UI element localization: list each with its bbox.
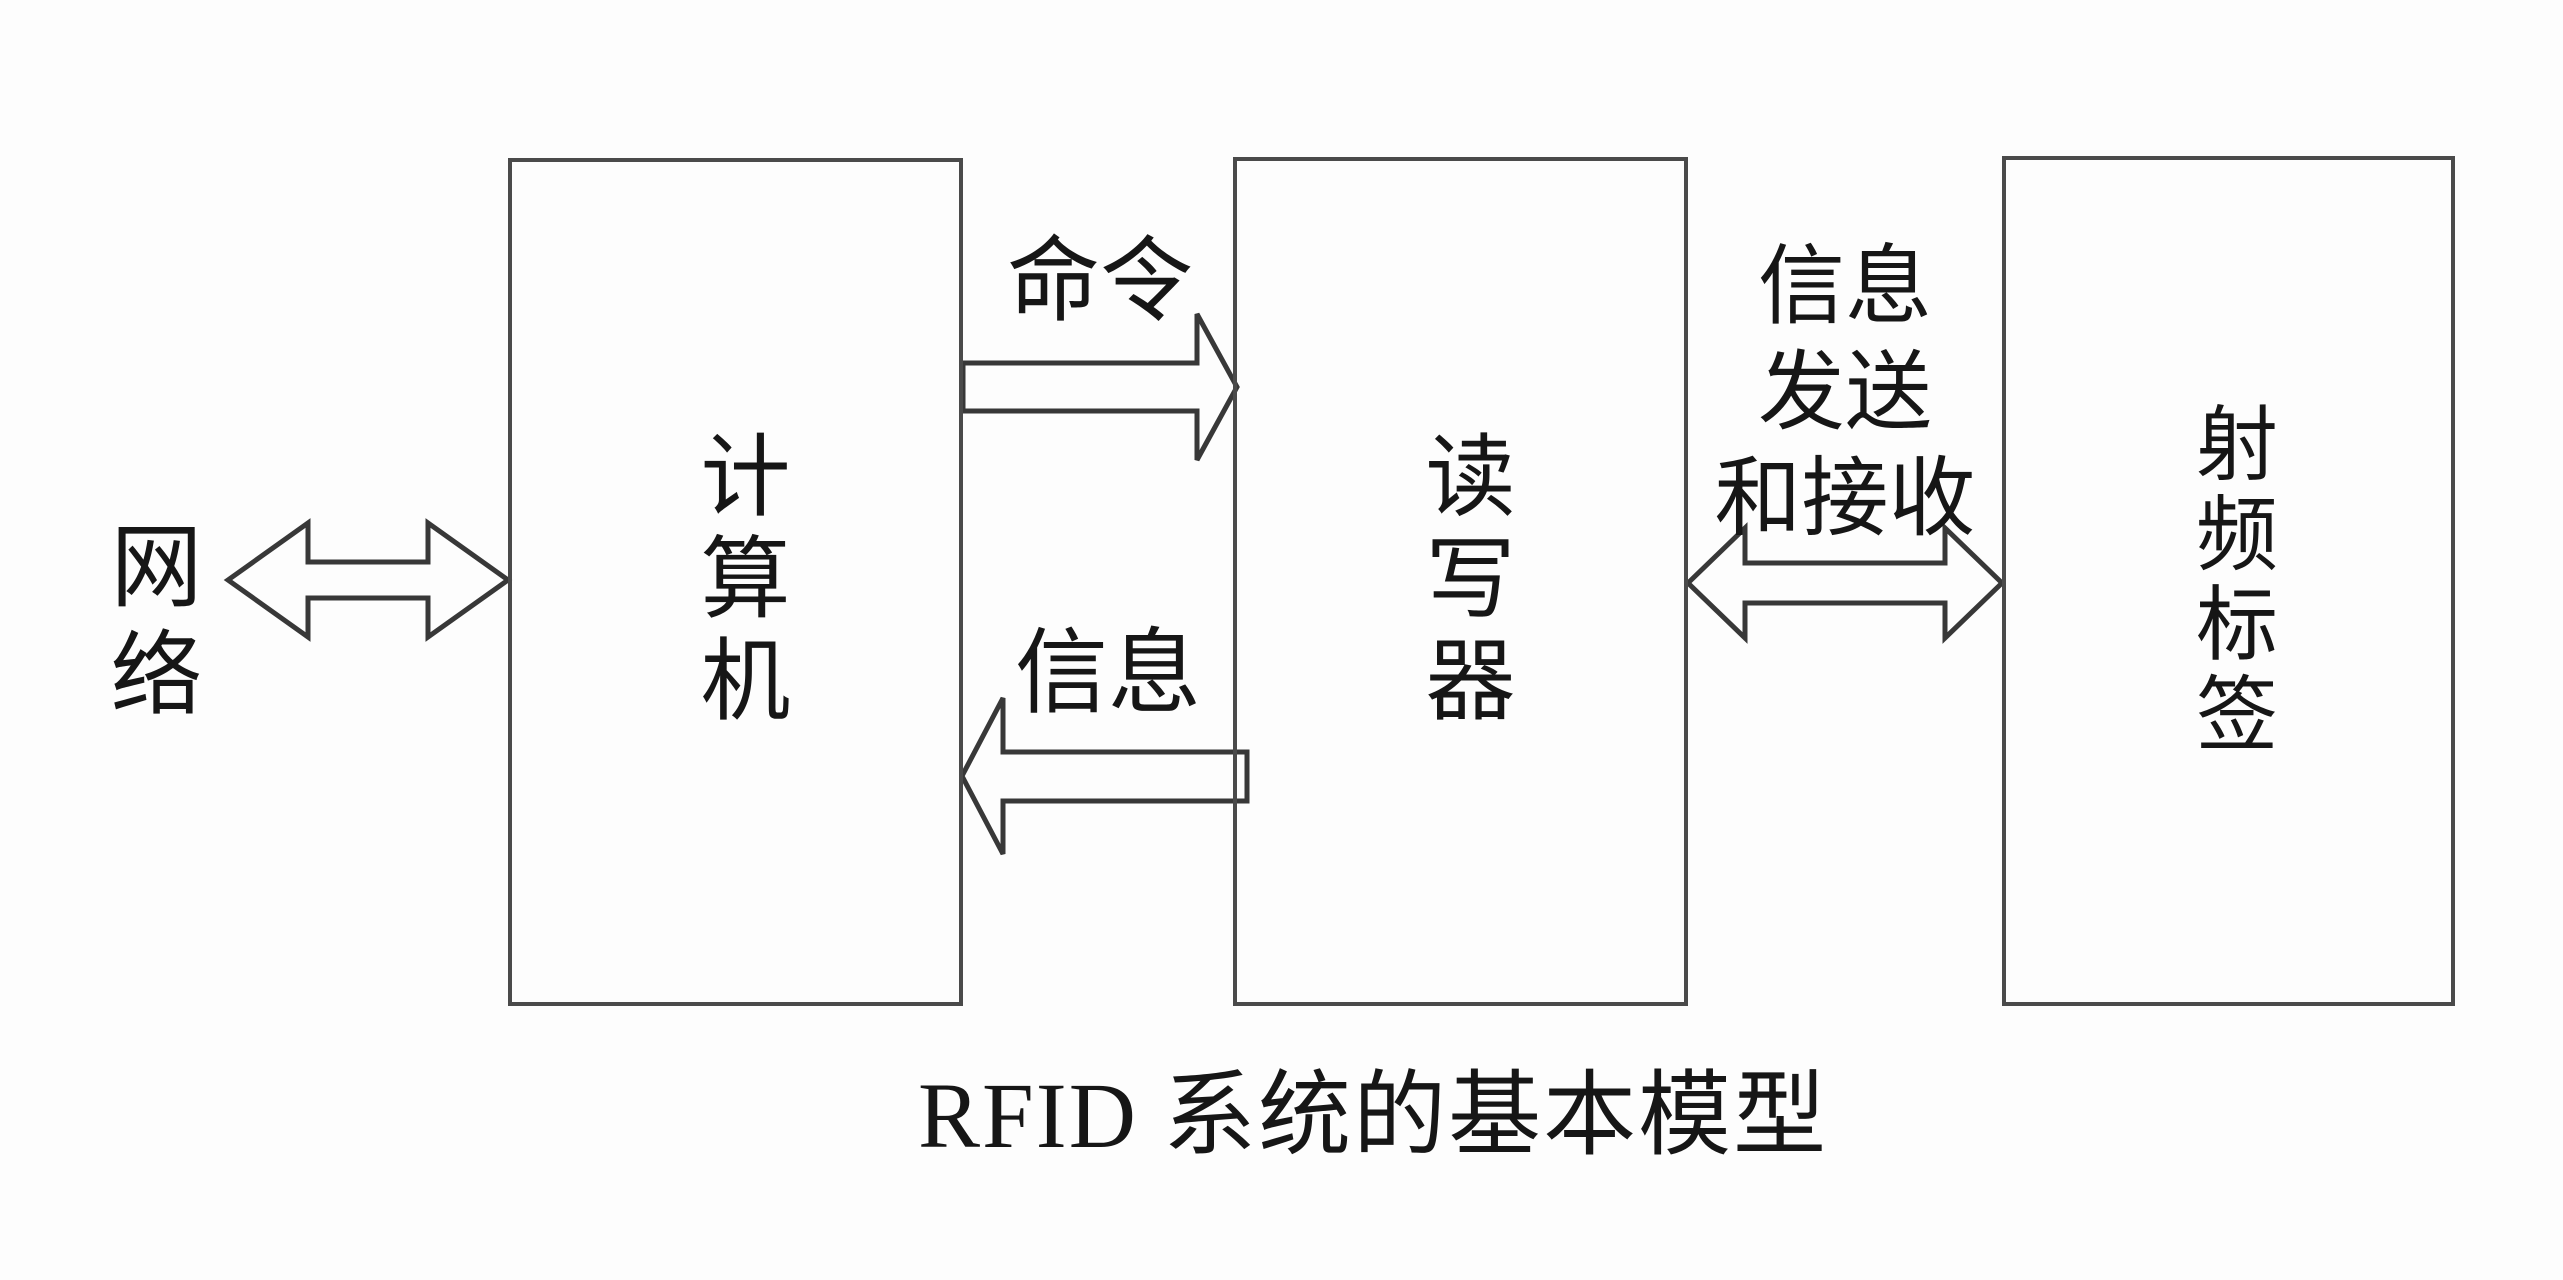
reader-box: 读写器 bbox=[1233, 157, 1688, 1006]
network-label: 网络 bbox=[97, 518, 199, 734]
command-edge-label: 命令 bbox=[1007, 231, 1193, 334]
info-left-arrow-icon bbox=[959, 696, 1250, 856]
info-exchange-edge-label: 信息 发送 和接收 bbox=[1688, 234, 2002, 552]
rfid-tag-label: 射频标签 bbox=[2183, 401, 2275, 761]
computer-label: 计算机 bbox=[686, 429, 786, 735]
info-exchange-line-3: 和接收 bbox=[1714, 450, 1976, 547]
command-right-arrow-icon bbox=[960, 312, 1240, 462]
rfid-tag-box: 射频标签 bbox=[2002, 156, 2455, 1006]
computer-box: 计算机 bbox=[508, 158, 963, 1006]
info-exchange-line-1: 信息 bbox=[1758, 238, 1932, 335]
network-computer-double-arrow-icon bbox=[223, 518, 513, 642]
diagram-caption: RFID 系统的基本模型 bbox=[918, 1065, 1829, 1168]
reader-label: 读写器 bbox=[1411, 428, 1511, 735]
info-edge-label: 信息 bbox=[1015, 623, 1201, 726]
info-exchange-line-2: 发送 bbox=[1758, 344, 1932, 441]
